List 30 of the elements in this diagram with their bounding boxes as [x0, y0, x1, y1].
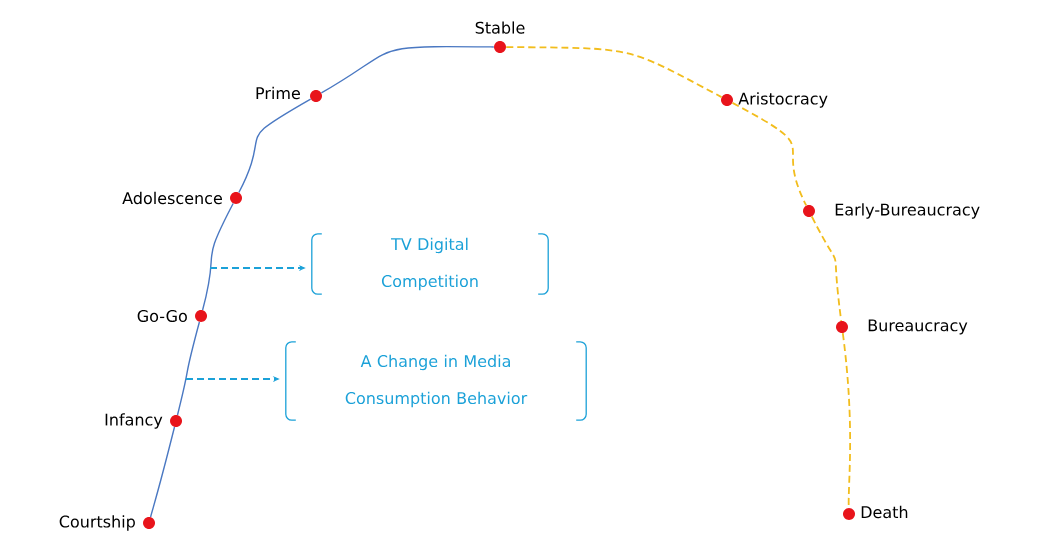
stage-label: Go-Go — [137, 309, 187, 323]
point-marker — [310, 90, 322, 102]
curve-segment — [201, 202, 234, 311]
stage-label: Bureaucracy — [868, 319, 968, 335]
stage-label: Death — [861, 505, 908, 519]
stage-label: Stable — [475, 21, 525, 34]
point-marker — [843, 508, 855, 520]
point-marker — [143, 517, 155, 529]
curve-segment — [238, 98, 312, 194]
point-marker — [195, 310, 207, 322]
bracket-box: A Change in Media Consumption Behavior — [285, 341, 587, 421]
curve-segment — [810, 215, 843, 322]
stage-label: Aristocracy — [738, 92, 828, 108]
point-marker — [170, 415, 182, 427]
stage-label: Early-Bureaucracy — [835, 203, 980, 219]
stage-label: Prime — [256, 86, 300, 100]
point-marker — [721, 94, 733, 106]
stage-label: Infancy — [105, 413, 163, 429]
point-marker — [836, 321, 848, 333]
bracket-box: TV Digital Competition — [311, 233, 549, 295]
curve-segment — [320, 45, 495, 94]
point-marker — [803, 205, 815, 217]
curve-segment — [149, 426, 176, 518]
point-marker — [494, 41, 506, 53]
stage-label: Courtship — [59, 515, 135, 531]
curve-segment — [505, 46, 723, 98]
curve-segment — [731, 102, 808, 207]
stage-label: Adolescence — [122, 191, 222, 205]
point-marker — [230, 192, 242, 204]
curve-segment — [176, 321, 201, 416]
